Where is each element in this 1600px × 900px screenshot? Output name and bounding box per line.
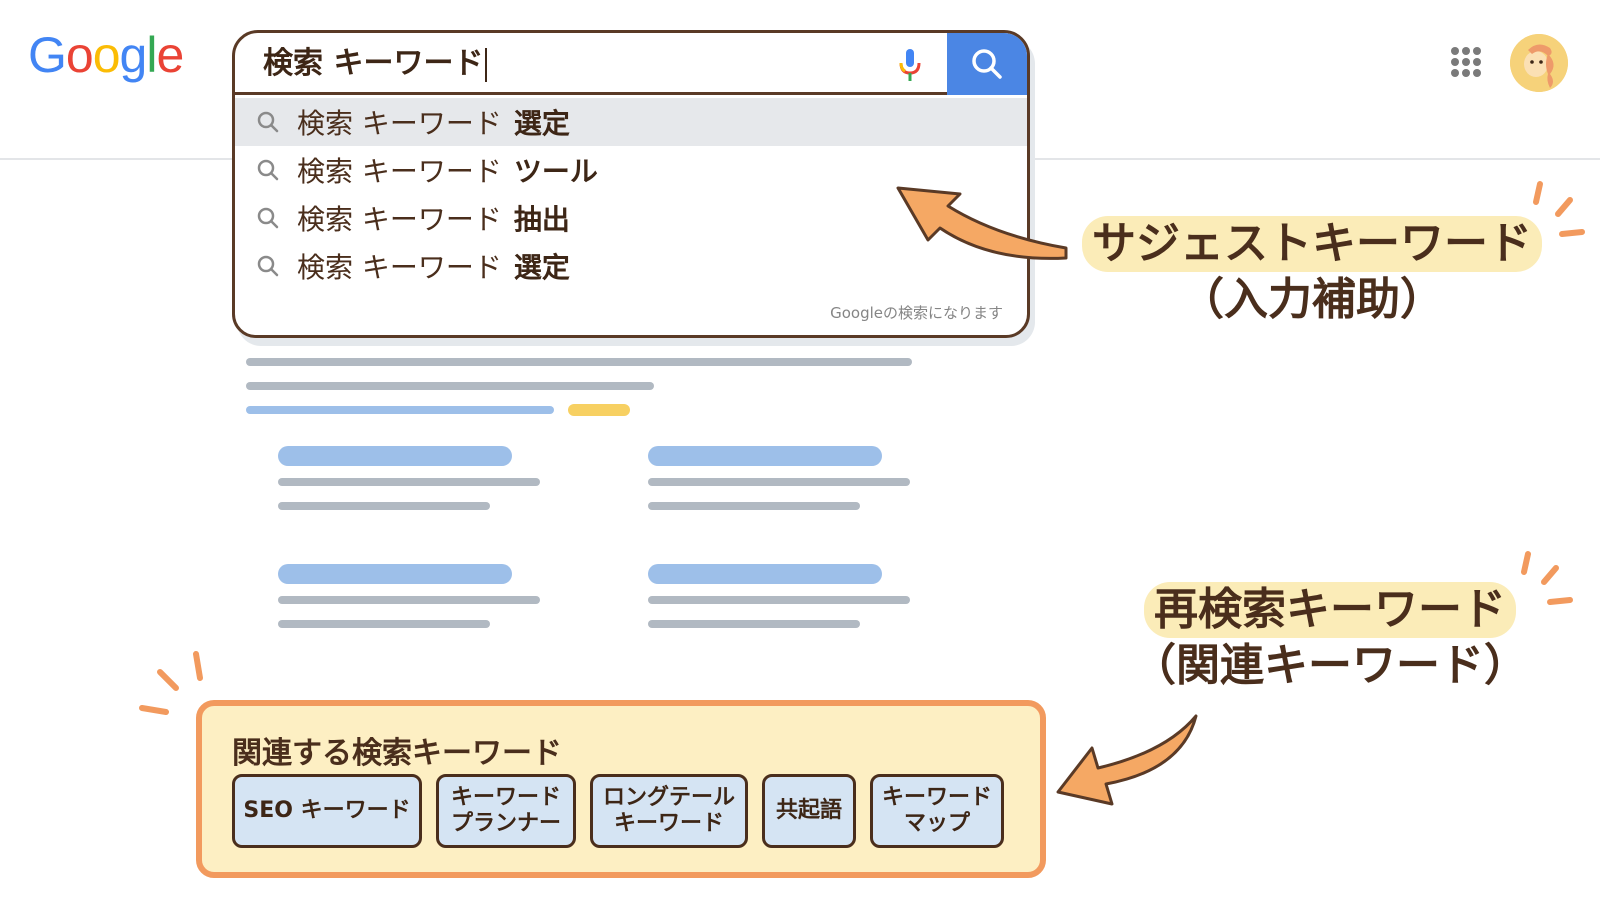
related-chip[interactable]: ロングテール キーワード — [590, 774, 748, 848]
result-line — [278, 502, 490, 510]
search-icon — [972, 49, 1002, 79]
result-line — [278, 620, 490, 628]
suggestion-tail: 抽出 — [513, 203, 570, 236]
search-icon — [257, 111, 279, 133]
result-title-line[interactable] — [278, 446, 512, 466]
search-button[interactable] — [947, 33, 1027, 95]
result-line — [246, 358, 912, 366]
suggestion-item[interactable]: 検索 キーワード 抽出 — [235, 194, 1027, 242]
result-line — [648, 502, 860, 510]
logo-letter: G — [28, 27, 67, 83]
suggestion-tail: ツール — [513, 155, 598, 188]
search-input[interactable]: 検索 キーワード — [263, 33, 863, 95]
sparkle-icon — [139, 651, 203, 715]
apps-grid-icon[interactable] — [1451, 47, 1481, 77]
related-chip[interactable]: 共起語 — [762, 774, 856, 848]
result-line — [278, 596, 540, 604]
result-line — [648, 478, 910, 486]
related-chip[interactable]: キーワード マップ — [870, 774, 1004, 848]
result-title-line[interactable] — [648, 564, 882, 584]
suggestion-item[interactable]: 検索 キーワード 選定 — [235, 98, 1027, 146]
suggestion-list: 検索 キーワード 選定 検索 キーワード ツール 検索 キーワード 抽出 検索 … — [235, 98, 1027, 290]
related-searches-title: 関連する検索キーワード — [232, 736, 562, 771]
search-query: 検索 キーワード — [263, 46, 484, 81]
result-line — [648, 620, 860, 628]
suggestion-base: 検索 キーワード — [297, 107, 502, 140]
result-highlight — [568, 404, 630, 416]
curved-arrow-icon — [1056, 714, 1198, 806]
related-chip-list: SEO キーワード キーワード プランナー ロングテール キーワード 共起語 キ… — [232, 774, 1004, 848]
suggestion-item[interactable]: 検索 キーワード 選定 — [235, 242, 1027, 290]
result-line — [648, 596, 910, 604]
logo-letter: g — [119, 27, 148, 83]
suggest-callout-subtitle: （入力補助） — [1180, 274, 1444, 325]
avatar-face-icon — [1510, 34, 1568, 92]
logo-letter: o — [92, 27, 121, 83]
search-footnote: Googleの検索になります — [830, 304, 1003, 322]
search-box: 検索 キーワード 検索 キーワード 選定 検索 キーワード ツール — [232, 30, 1030, 338]
search-icon — [257, 159, 279, 181]
logo-letter: e — [156, 27, 184, 83]
related-searches-box: 関連する検索キーワード SEO キーワード キーワード プランナー ロングテール… — [196, 700, 1046, 878]
microphone-icon[interactable] — [897, 47, 923, 83]
google-logo[interactable]: Google — [28, 27, 184, 83]
result-line — [278, 478, 540, 486]
suggest-callout: サジェストキーワード （入力補助） — [1072, 216, 1552, 328]
related-callout: 再検索キーワード （関連キーワード） — [1100, 582, 1560, 694]
logo-letter: l — [146, 27, 157, 83]
suggestion-item[interactable]: 検索 キーワード ツール — [235, 146, 1027, 194]
user-avatar[interactable] — [1510, 34, 1568, 92]
suggestion-base: 検索 キーワード — [297, 155, 502, 188]
result-line — [246, 382, 654, 390]
suggestion-base: 検索 キーワード — [297, 203, 502, 236]
suggestion-base: 検索 キーワード — [297, 251, 502, 284]
suggestion-tail: 選定 — [513, 251, 570, 284]
logo-letter: o — [65, 27, 94, 83]
suggestion-tail: 選定 — [513, 107, 570, 140]
result-title-line[interactable] — [648, 446, 882, 466]
text-caret — [485, 47, 488, 82]
search-icon — [257, 255, 279, 277]
search-icon — [257, 207, 279, 229]
related-chip[interactable]: キーワード プランナー — [436, 774, 576, 848]
related-callout-subtitle: （関連キーワード） — [1132, 640, 1528, 691]
result-link-line[interactable] — [246, 406, 554, 414]
related-chip[interactable]: SEO キーワード — [232, 774, 422, 848]
search-bar: 検索 キーワード — [235, 33, 1027, 95]
result-title-line[interactable] — [278, 564, 512, 584]
suggest-callout-title: サジェストキーワード — [1082, 216, 1542, 272]
related-callout-title: 再検索キーワード — [1144, 582, 1516, 638]
